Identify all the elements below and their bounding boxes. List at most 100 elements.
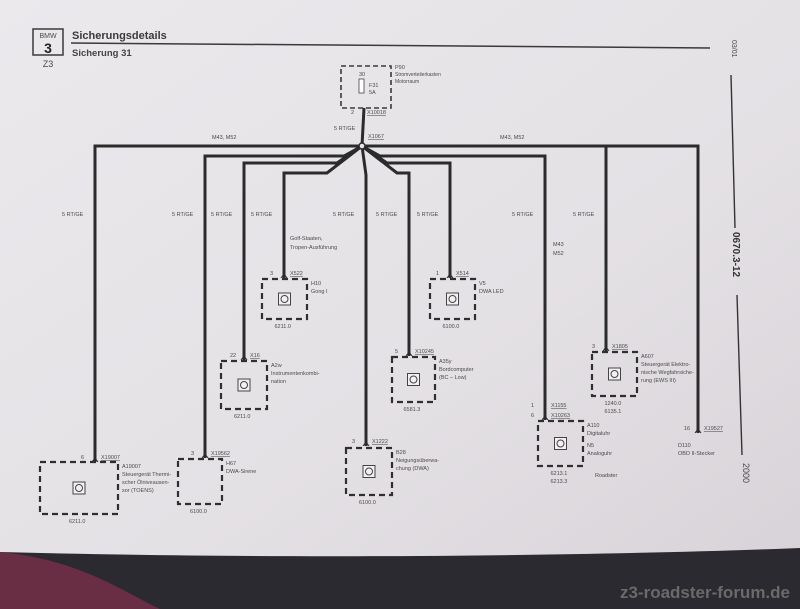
- component-id: A607: [641, 354, 654, 360]
- connector-arrow-icon: [201, 453, 209, 459]
- fuse-input-pin: 30: [359, 72, 365, 78]
- fabric-background: [0, 552, 160, 609]
- wire-4[interactable]: [360, 145, 368, 446]
- component-box[interactable]: [536, 419, 585, 468]
- connector-arrow-icon: [240, 355, 248, 361]
- wire-3[interactable]: [282, 144, 363, 278]
- component-box[interactable]: [428, 277, 477, 321]
- housing-name-2: Motorraum: [395, 79, 419, 85]
- pin-number: 1: [531, 403, 534, 409]
- component-name: rung (EWS III): [641, 378, 676, 384]
- side-margin: 03/01 0670.3-12 2000: [730, 40, 751, 483]
- component-box[interactable]: [390, 355, 437, 404]
- paper-background: [0, 0, 800, 557]
- component-name: Steuergerät Thermi-: [122, 472, 171, 478]
- control-unit-icon: [72, 481, 86, 495]
- component-id: D110: [678, 443, 691, 449]
- pin-number: 3: [592, 344, 595, 350]
- variant-note: M52: [553, 251, 564, 257]
- component-name: OBD II-Stecker: [678, 451, 715, 457]
- wire-label: 5 RT/GE: [251, 212, 273, 218]
- component-name: chung (DWA): [396, 466, 429, 472]
- connector-arrow-icon: [405, 351, 413, 357]
- pin-number: 1: [436, 271, 439, 277]
- variant-note: Roadster: [595, 473, 617, 479]
- variant-note: Tropen-Ausführung: [290, 245, 337, 251]
- component-box[interactable]: [176, 457, 224, 506]
- connector-id: X10263: [551, 413, 570, 419]
- component-name: nische Wegfahrsiche-: [641, 370, 694, 376]
- reference-number: 6100.0: [190, 509, 207, 515]
- control-unit-icon: [608, 367, 621, 381]
- component-box[interactable]: [344, 446, 394, 497]
- margin-rule-bottom: [736, 294, 743, 456]
- component-box[interactable]: [260, 277, 309, 321]
- connector-arrow-icon: [446, 273, 454, 279]
- wire-0[interactable]: [93, 144, 362, 462]
- component-id: A2w: [271, 363, 282, 369]
- wire-9[interactable]: [362, 144, 700, 433]
- pin-number: 3: [270, 271, 273, 277]
- branch-d110[interactable]: 5 RT/GE16X19527D110OBD II-Stecker: [665, 0, 723, 457]
- component-id: B28: [396, 450, 406, 456]
- brand-box-number: 3: [44, 40, 52, 56]
- connector-id: X1805: [612, 344, 628, 350]
- fuse-output-connector: X10018: [367, 110, 386, 116]
- component-name: Gong I: [311, 289, 328, 295]
- component-id: H67: [226, 461, 236, 467]
- title-rule: [70, 42, 711, 49]
- connector-id: X19562: [211, 451, 230, 457]
- component-id: N5: [587, 443, 594, 449]
- control-unit-symbol-icon: [365, 467, 373, 476]
- fuse-rating: 5A: [369, 90, 376, 96]
- component-box[interactable]: [219, 359, 269, 411]
- year-label: 2000: [741, 463, 751, 483]
- connector-id: X514: [456, 271, 469, 277]
- connector-id: X1222: [372, 439, 388, 445]
- page-subtitle: Sicherung 31: [72, 48, 132, 59]
- wire-label: 5 RT/GE: [211, 212, 233, 218]
- control-unit-symbol-icon: [280, 295, 289, 303]
- pin-number: 6: [531, 413, 534, 419]
- trunk-wire[interactable]: [360, 107, 366, 147]
- reference-number: 6213.1: [551, 471, 568, 477]
- component-name: Steuergerät Elektro-: [641, 362, 690, 368]
- control-unit-symbol-icon: [75, 484, 83, 492]
- reference-number: 6135.1: [605, 409, 622, 415]
- control-unit-icon: [362, 465, 376, 478]
- splice-node[interactable]: [358, 142, 366, 150]
- pin-number: 6: [81, 455, 84, 461]
- component-box[interactable]: [38, 460, 120, 516]
- component-box[interactable]: [590, 350, 639, 398]
- housing-name-1: Stromverteilerkasten: [395, 72, 441, 78]
- component-id: H10: [311, 281, 321, 287]
- connector-arrow-icon: [541, 415, 549, 421]
- reference-number: 6100.0: [359, 500, 376, 506]
- reference-number: 1240.0: [605, 401, 622, 407]
- connector-id: X522: [290, 271, 303, 277]
- component-name: Bordcomputer: [439, 367, 474, 373]
- connector-arrow-icon: [602, 346, 610, 352]
- document-number: 0670.3-12: [730, 232, 741, 277]
- connector-id: X1155: [551, 403, 567, 409]
- wire-7[interactable]: [361, 144, 547, 420]
- control-unit-symbol-icon: [610, 370, 619, 378]
- control-unit-icon: [278, 292, 291, 306]
- component-name: Analoguhr: [587, 451, 612, 457]
- component-name: Neigungsüberwa-: [396, 458, 439, 464]
- fuse-f31[interactable]: 30 F31 5A P90 Stromverteilerkasten Motor…: [212, 65, 524, 141]
- wire-label: 5 RT/GE: [665, 0, 687, 2]
- control-unit-symbol-icon: [240, 381, 248, 389]
- component-name: (BC – Low): [439, 375, 467, 381]
